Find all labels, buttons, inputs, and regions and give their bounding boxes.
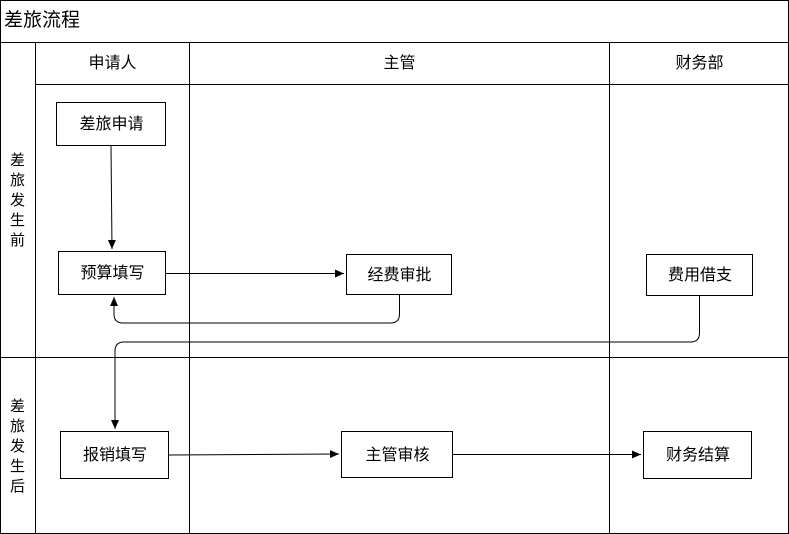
node-expense-advance: 费用借支 — [667, 265, 732, 285]
node-finance-settlement: 财务结算 — [665, 445, 730, 465]
node-supervisor-review-box — [341, 431, 453, 478]
lane-header-finance: 财务部 — [675, 53, 724, 73]
node-supervisor-review: 主管审核 — [365, 444, 430, 464]
lane-header-applicant: 申请人 — [88, 53, 137, 73]
edge-reimbursement-to-review — [168, 450, 340, 459]
node-budget-fill: 预算填写 — [80, 263, 145, 283]
node-reimbursement-fill-box — [60, 431, 169, 479]
phase-label-before: 差旅发生前 — [0, 43, 35, 357]
edge-approval-back-to-budget — [110, 295, 400, 324]
node-expense-advance-box — [646, 254, 753, 296]
node-finance-settlement-box — [643, 431, 752, 479]
node-travel-request: 差旅申请 — [79, 114, 144, 134]
diagram-title: 差旅流程 — [4, 9, 81, 32]
node-reimbursement-fill: 报销填写 — [82, 445, 147, 465]
node-budget-fill-box — [58, 251, 166, 295]
node-travel-request-box — [56, 102, 166, 146]
phase-label-before-text: 差旅发生前 — [10, 151, 26, 249]
phase-label-after-text: 差旅发生后 — [10, 397, 26, 495]
lane-header-supervisor: 主管 — [383, 53, 416, 73]
node-expense-approval-box — [346, 254, 452, 295]
node-expense-approval: 经费审批 — [367, 264, 432, 284]
edge-request-to-budget — [107, 145, 116, 250]
edge-advance-to-reimbursement — [111, 296, 700, 429]
phase-label-after: 差旅发生后 — [0, 358, 35, 534]
